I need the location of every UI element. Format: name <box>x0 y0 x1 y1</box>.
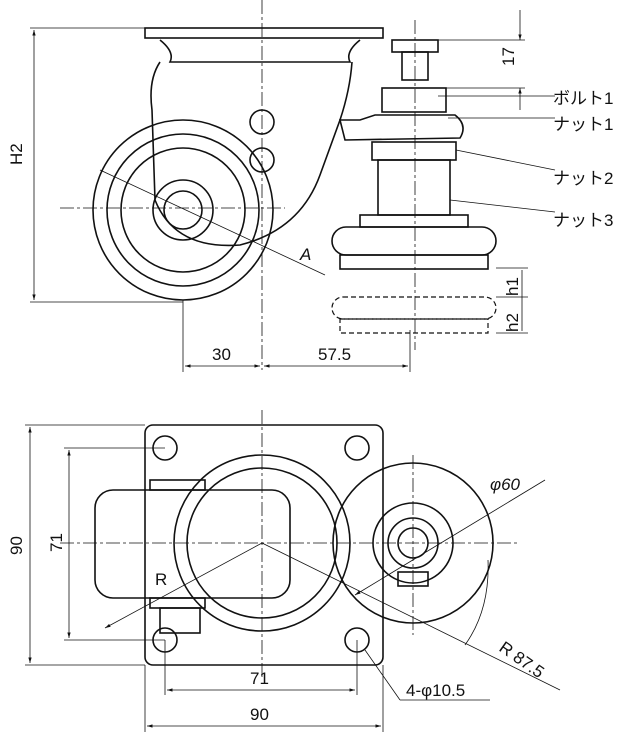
label-nut1: ナット1 <box>553 115 613 134</box>
label-r: R <box>155 570 167 589</box>
top-plate <box>144 27 384 39</box>
dim-17: 17 <box>499 47 518 66</box>
dim-phi60: φ60 <box>490 475 521 494</box>
lowered-pad <box>331 296 497 320</box>
wheel <box>92 119 274 301</box>
nut2 <box>371 141 457 161</box>
leveler <box>331 39 497 334</box>
swivel-bearing <box>159 39 361 63</box>
label-nut2: ナット2 <box>553 169 613 188</box>
nut3 <box>377 159 451 216</box>
dim-90-vertical: 90 <box>7 536 26 555</box>
dim-r87-5: R 87.5 <box>496 638 548 682</box>
mounting-plate <box>144 424 384 666</box>
side-view: H2 17 ボルト1 ナット1 ナット2 ナット3 A h1 h2 30 57.… <box>7 0 613 372</box>
dim-h2-total: H2 <box>7 143 26 165</box>
fork-bracket <box>150 61 353 247</box>
dim-71-horizontal: 71 <box>250 669 269 688</box>
label-a: A <box>299 245 311 264</box>
mount-hole-icon <box>344 435 370 461</box>
dim-holes: 4-φ10.5 <box>406 681 465 700</box>
dim-h2: h2 <box>503 313 522 332</box>
dim-90-horizontal: 90 <box>250 705 269 724</box>
dim-57-5: 57.5 <box>318 345 351 364</box>
bottom-view: 90 71 71 90 R R 87.5 φ60 4-φ10.5 <box>7 410 561 732</box>
label-nut3: ナット3 <box>553 211 613 230</box>
label-bolt1: ボルト1 <box>553 89 613 108</box>
dim-h1: h1 <box>503 277 522 296</box>
dim-30: 30 <box>212 345 231 364</box>
dim-71-vertical: 71 <box>47 533 66 552</box>
bolt1 <box>381 87 447 113</box>
